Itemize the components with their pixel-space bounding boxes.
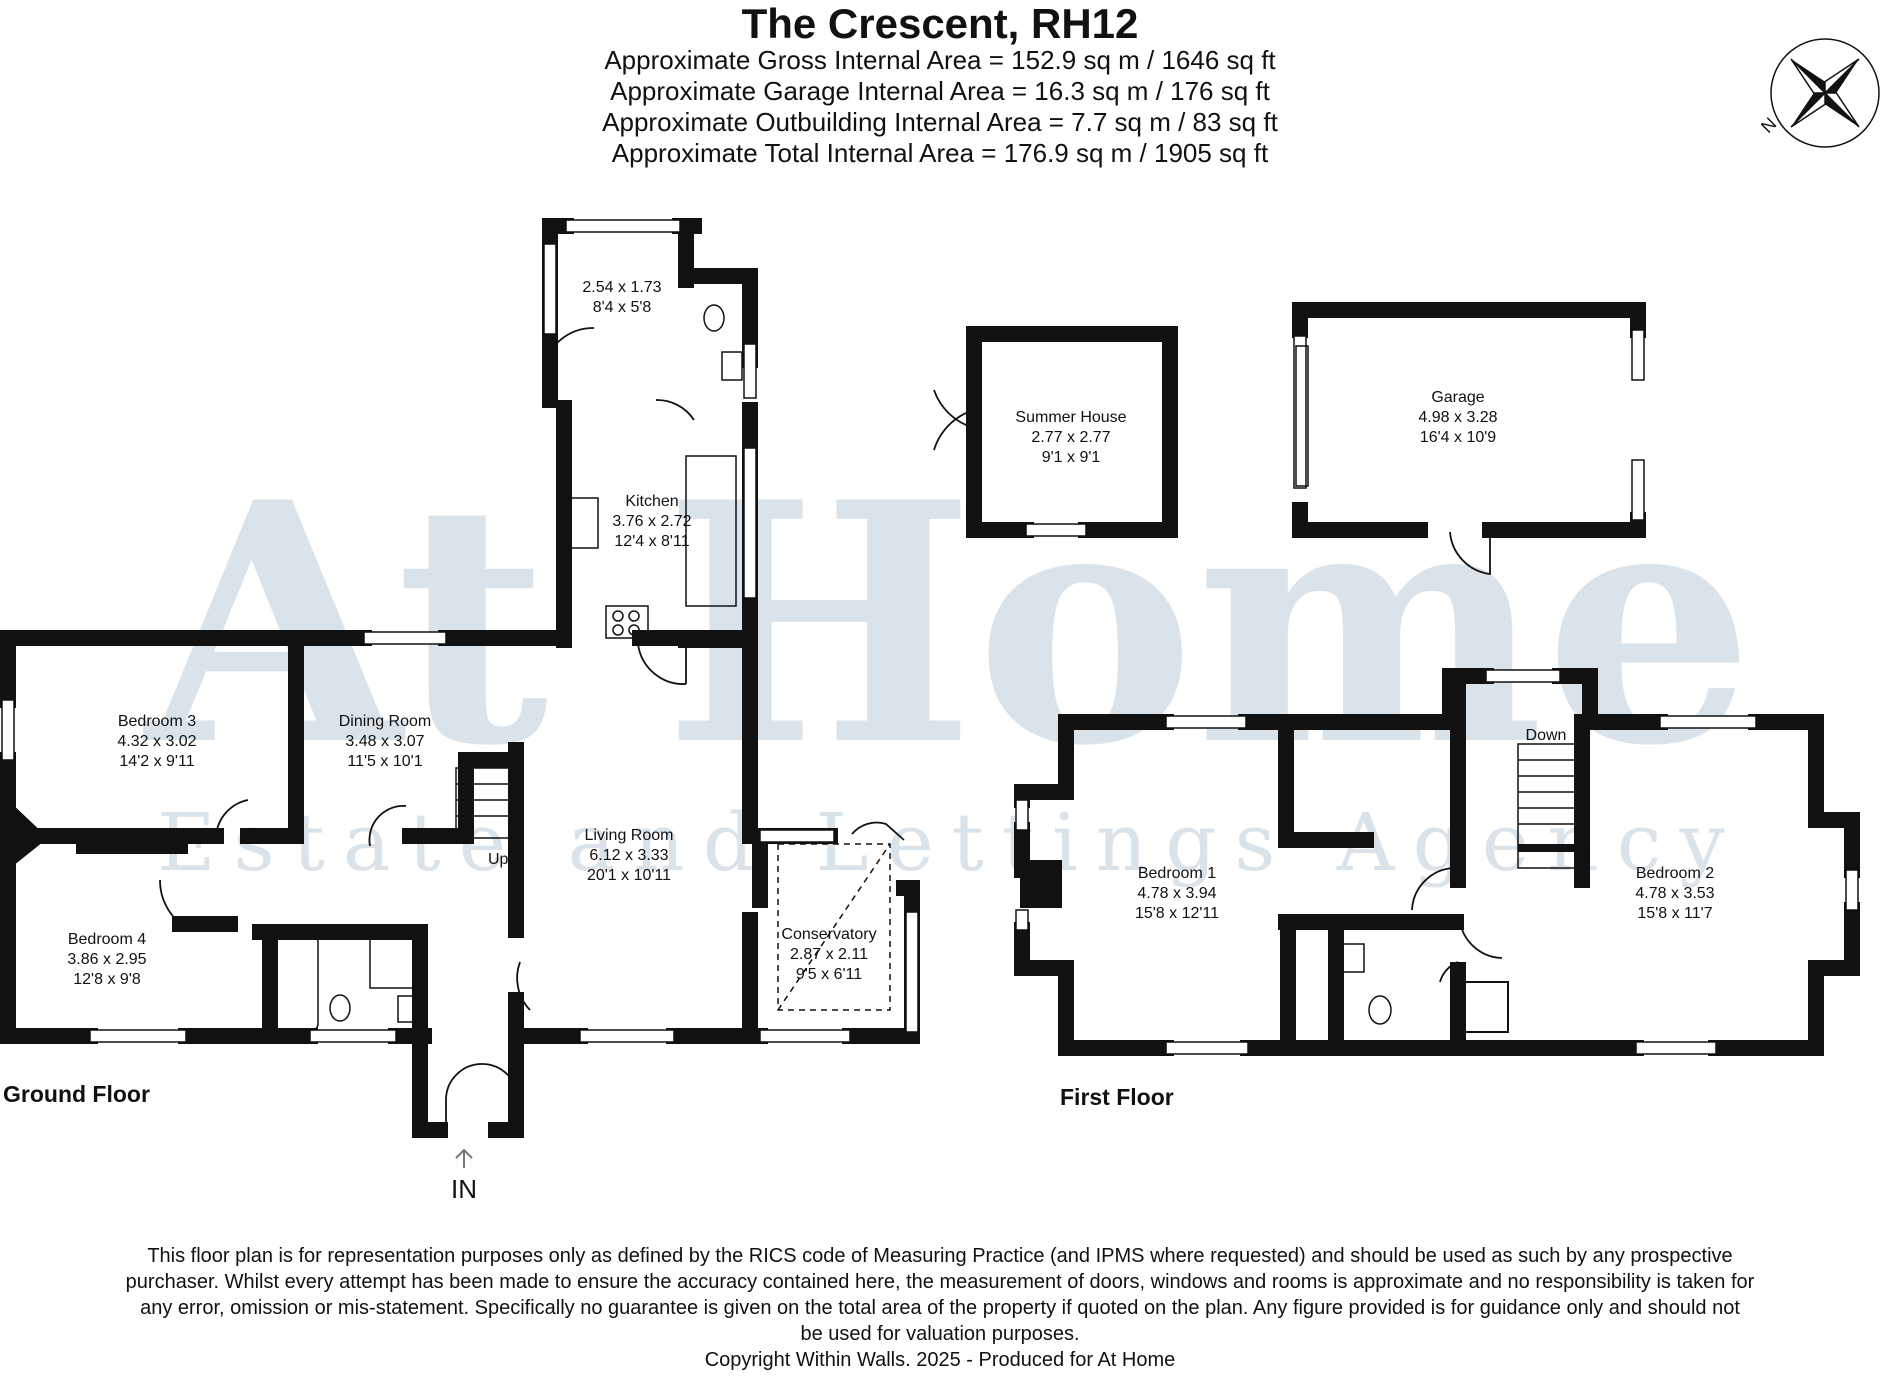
stairs-up-label: Up: [488, 851, 509, 868]
total-area-line: Approximate Total Internal Area = 176.9 …: [611, 138, 1269, 168]
room-metric: 4.78 x 3.94: [1137, 885, 1216, 902]
room-name: Dining Room: [339, 713, 431, 730]
room-imperial: 8'4 x 5'8: [593, 299, 652, 316]
room-summerhouse: Summer House 2.77 x 2.77 9'1 x 9'1: [1015, 409, 1126, 466]
watermark: At Home Estate and Lettings Agency: [141, 430, 1755, 889]
room-imperial: 15'8 x 11'7: [1637, 905, 1712, 922]
room-labels: 2.54 x 1.73 8'4 x 5'8 Kitchen 3.76 x 2.7…: [67, 279, 1714, 988]
room-utility: 2.54 x 1.73 8'4 x 5'8: [582, 279, 661, 316]
ground-floor-label: Ground Floor: [3, 1081, 150, 1107]
room-kitchen: Kitchen 3.76 x 2.72 12'4 x 8'11: [612, 493, 691, 550]
disclaimer-line: This floor plan is for representation pu…: [147, 1245, 1733, 1267]
room-metric: 4.32 x 3.02: [117, 733, 196, 750]
disclaimer-line: any error, omission or mis-statement. Sp…: [140, 1297, 1740, 1319]
copyright-line: Copyright Within Walls. 2025 - Produced …: [704, 1349, 1176, 1371]
room-conservatory: Conservatory 2.87 x 2.11 9'5 x 6'11: [781, 926, 876, 983]
disclaimer: This floor plan is for representation pu…: [40, 1243, 1840, 1373]
entrance-label: IN: [451, 1174, 477, 1204]
watermark-logo: At Home: [141, 430, 1755, 818]
compass-icon: N: [1757, 38, 1880, 148]
disclaimer-line: be used for valuation purposes.: [800, 1323, 1080, 1345]
room-name: Bedroom 2: [1636, 865, 1714, 882]
room-bedroom1: Bedroom 1 4.78 x 3.94 15'8 x 12'11: [1135, 865, 1219, 922]
first-floor-walls: [1014, 668, 1860, 1056]
room-bedroom4: Bedroom 4 3.86 x 2.95 12'8 x 9'8: [67, 931, 146, 988]
stairs-down-label: Down: [1526, 727, 1567, 744]
entrance-arrow-icon: [455, 1148, 473, 1168]
room-name: Kitchen: [625, 493, 678, 510]
page-title: The Crescent, RH12: [741, 0, 1139, 47]
room-metric: 3.86 x 2.95: [67, 951, 146, 968]
disclaimer-line: purchaser. Whilst every attempt has been…: [125, 1271, 1755, 1293]
windows: [1, 219, 1859, 1055]
room-bedroom3: Bedroom 3 4.32 x 3.02 14'2 x 9'11: [117, 713, 196, 770]
room-metric: 3.76 x 2.72: [612, 513, 691, 530]
room-bedroom2: Bedroom 2 4.78 x 3.53 15'8 x 11'7: [1635, 865, 1714, 922]
room-name: Bedroom 1: [1138, 865, 1216, 882]
room-metric: 2.87 x 2.11: [790, 946, 868, 963]
room-metric: 2.54 x 1.73: [582, 279, 661, 296]
watermark-tagline: Estate and Lettings Agency: [157, 796, 1743, 889]
room-imperial: 12'4 x 8'11: [614, 533, 689, 550]
chimney-breast: [1020, 860, 1062, 908]
gross-area-line: Approximate Gross Internal Area = 152.9 …: [604, 45, 1276, 75]
room-imperial: 9'5 x 6'11: [796, 966, 862, 983]
room-name: Summer House: [1015, 409, 1126, 426]
shower-tray-first: [1463, 981, 1509, 1033]
room-living: Living Room 6.12 x 3.33 20'1 x 10'11: [585, 827, 674, 884]
room-name: Living Room: [585, 827, 674, 844]
garage-area-line: Approximate Garage Internal Area = 16.3 …: [610, 76, 1270, 106]
outbuilding-walls: [966, 302, 1646, 538]
first-floor-label: First Floor: [1060, 1084, 1174, 1110]
room-metric: 4.98 x 3.28: [1418, 409, 1497, 426]
outbuilding-area-line: Approximate Outbuilding Internal Area = …: [602, 107, 1278, 137]
room-name: Bedroom 3: [118, 713, 196, 730]
room-name: Bedroom 4: [68, 931, 146, 948]
room-garage: Garage 4.98 x 3.28 16'4 x 10'9: [1418, 389, 1497, 446]
room-metric: 4.78 x 3.53: [1635, 885, 1714, 902]
room-imperial: 12'8 x 9'8: [73, 971, 141, 988]
room-name: Conservatory: [781, 926, 876, 943]
room-imperial: 9'1 x 9'1: [1042, 449, 1101, 466]
room-metric: 3.48 x 3.07: [345, 733, 424, 750]
room-metric: 6.12 x 3.33: [589, 847, 668, 864]
doors: [159, 327, 1503, 1130]
room-imperial: 14'2 x 9'11: [119, 753, 194, 770]
room-metric: 2.77 x 2.77: [1031, 429, 1110, 446]
room-dining: Dining Room 3.48 x 3.07 11'5 x 10'1: [339, 713, 431, 770]
fixtures: [271, 304, 1579, 1031]
room-imperial: 11'5 x 10'1: [347, 753, 422, 770]
room-imperial: 16'4 x 10'9: [1420, 429, 1496, 446]
room-imperial: 15'8 x 12'11: [1135, 905, 1219, 922]
room-imperial: 20'1 x 10'11: [587, 867, 671, 884]
room-name: Garage: [1431, 389, 1484, 406]
